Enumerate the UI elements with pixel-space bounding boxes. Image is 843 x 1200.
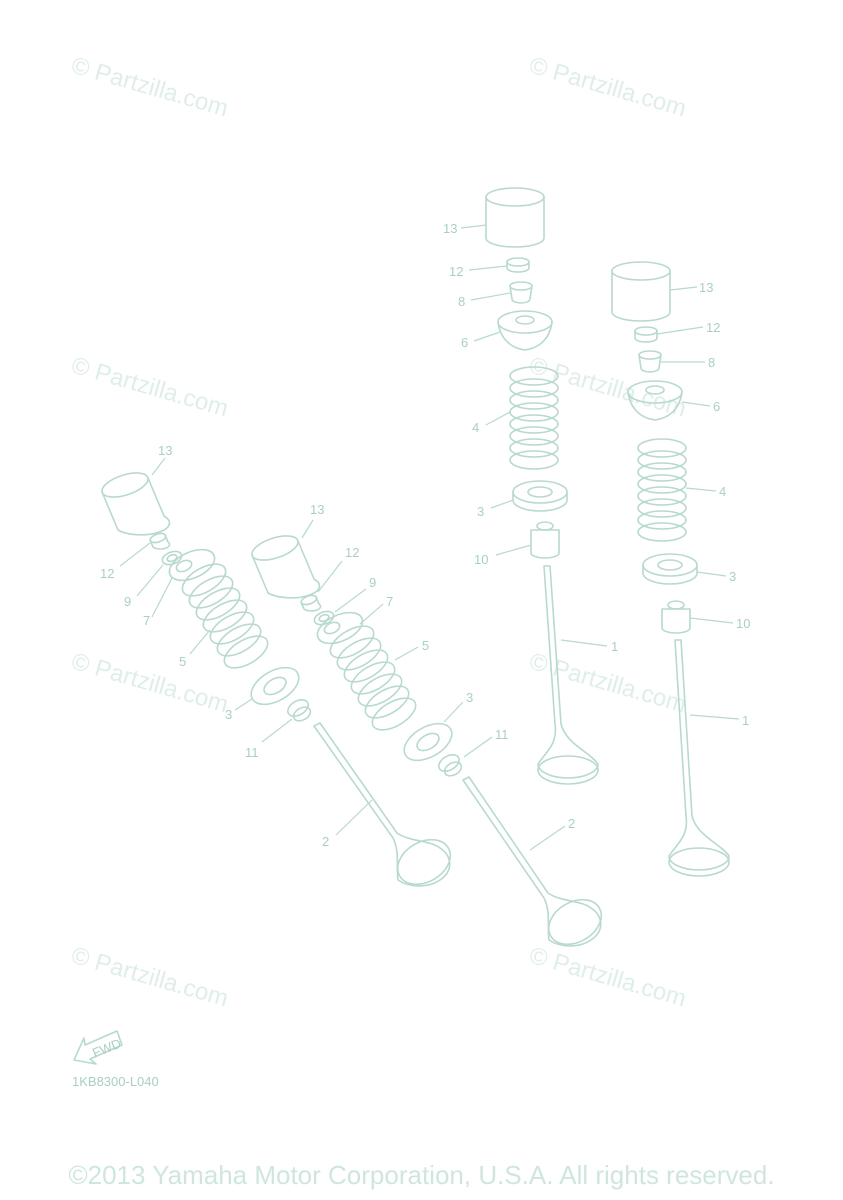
valve (537, 565, 599, 785)
callout-label: 13 (699, 280, 713, 295)
valve-cotter (638, 350, 662, 373)
valve-spring (637, 438, 687, 542)
valve-spring-seat (642, 553, 698, 585)
exhaust-valve-assembly-2: 13 12 9 7 5 3 11 2 (251, 502, 603, 947)
valve-pad (300, 594, 322, 612)
valve-spring-retainer (168, 548, 216, 582)
valve-stem-seal (438, 754, 463, 777)
callout-label: 3 (477, 504, 484, 519)
watermark: © Partzilla.com (526, 942, 689, 1013)
valve-spring-seat (250, 666, 300, 706)
valve-lifter (101, 472, 171, 536)
intake-valve-assembly-2: 13 12 8 6 4 3 10 1 (611, 261, 750, 877)
callout-label: 13 (158, 443, 172, 458)
fwd-arrow-icon: FWD (73, 1030, 123, 1065)
valve-stem-seal (530, 521, 560, 559)
valve-lifter (611, 261, 671, 322)
callout-label: 4 (719, 484, 726, 499)
callout-label: 8 (708, 355, 715, 370)
valve-pad (506, 257, 530, 273)
callout-label: 9 (369, 575, 376, 590)
valve-pad (149, 532, 171, 550)
callout-label: 7 (143, 613, 150, 628)
valve-stem-seal (287, 699, 312, 722)
valve-spring-seat (403, 722, 453, 762)
callout-label: 11 (495, 727, 509, 742)
callout-label: 5 (422, 638, 429, 653)
valve-lifter (485, 187, 545, 248)
valve-spring-seat (512, 480, 568, 512)
valve-lifter (251, 535, 321, 599)
callout-label: 1 (742, 713, 749, 728)
callout-label: 12 (449, 264, 463, 279)
callout-label: 6 (461, 335, 468, 350)
exhaust-valve-assembly-1: 13 12 9 7 5 3 11 2 (100, 443, 452, 887)
callouts: 13 12 8 6 4 3 10 1 (656, 280, 750, 728)
callout-label: 3 (225, 707, 232, 722)
valve-spring-retainer (497, 310, 553, 351)
callout-label: 7 (386, 594, 393, 609)
valve-spring-retainer (627, 380, 683, 421)
valve-spring (329, 625, 417, 731)
valve (462, 776, 603, 947)
watermark: © Partzilla.com (68, 942, 231, 1013)
valve-cotter (509, 281, 533, 304)
watermark: © Partzilla.com (68, 352, 231, 423)
watermark: © Partzilla.com (526, 52, 689, 123)
valve-pad (634, 326, 658, 343)
callout-label: 12 (706, 320, 720, 335)
valve-stem-seal (661, 600, 691, 634)
valve-spring (509, 366, 559, 470)
callout-label: 13 (310, 502, 324, 517)
callout-label: 13 (443, 221, 457, 236)
callout-label: 10 (736, 616, 750, 631)
callout-label: 3 (729, 569, 736, 584)
callout-label: 6 (713, 399, 720, 414)
callouts: 13 12 9 7 5 3 11 2 (301, 502, 575, 851)
copyright-notice: ©2013 Yamaha Motor Corporation, U.S.A. A… (68, 1160, 775, 1190)
valve (313, 722, 452, 887)
watermark: © Partzilla.com (68, 648, 231, 719)
watermark: © Partzilla.com (68, 52, 231, 123)
callout-label: 2 (322, 834, 329, 849)
valve-cotter (161, 550, 183, 566)
diagram-code: 1KB8300-L040 (72, 1074, 159, 1089)
valve-spring-retainer (316, 611, 364, 645)
callouts: 13 12 8 6 4 3 10 1 (443, 221, 618, 654)
callout-label: 9 (124, 594, 131, 609)
callout-label: 12 (100, 566, 114, 581)
intake-valve-assembly-1: 13 12 8 6 4 3 10 1 (443, 187, 618, 785)
callout-label: 8 (458, 294, 465, 309)
callout-label: 2 (568, 816, 575, 831)
callout-label: 5 (179, 654, 186, 669)
valve-cotter (313, 610, 335, 626)
callout-label: 12 (345, 545, 359, 560)
valve-spring (181, 563, 269, 669)
callout-label: 11 (245, 745, 259, 760)
callouts: 13 12 9 7 5 3 11 2 (100, 443, 373, 849)
callout-label: 1 (611, 639, 618, 654)
fwd-label: FWD (90, 1036, 123, 1061)
callout-label: 10 (474, 552, 488, 567)
callout-label: 4 (472, 420, 479, 435)
callout-label: 3 (466, 690, 473, 705)
valve (668, 639, 730, 877)
